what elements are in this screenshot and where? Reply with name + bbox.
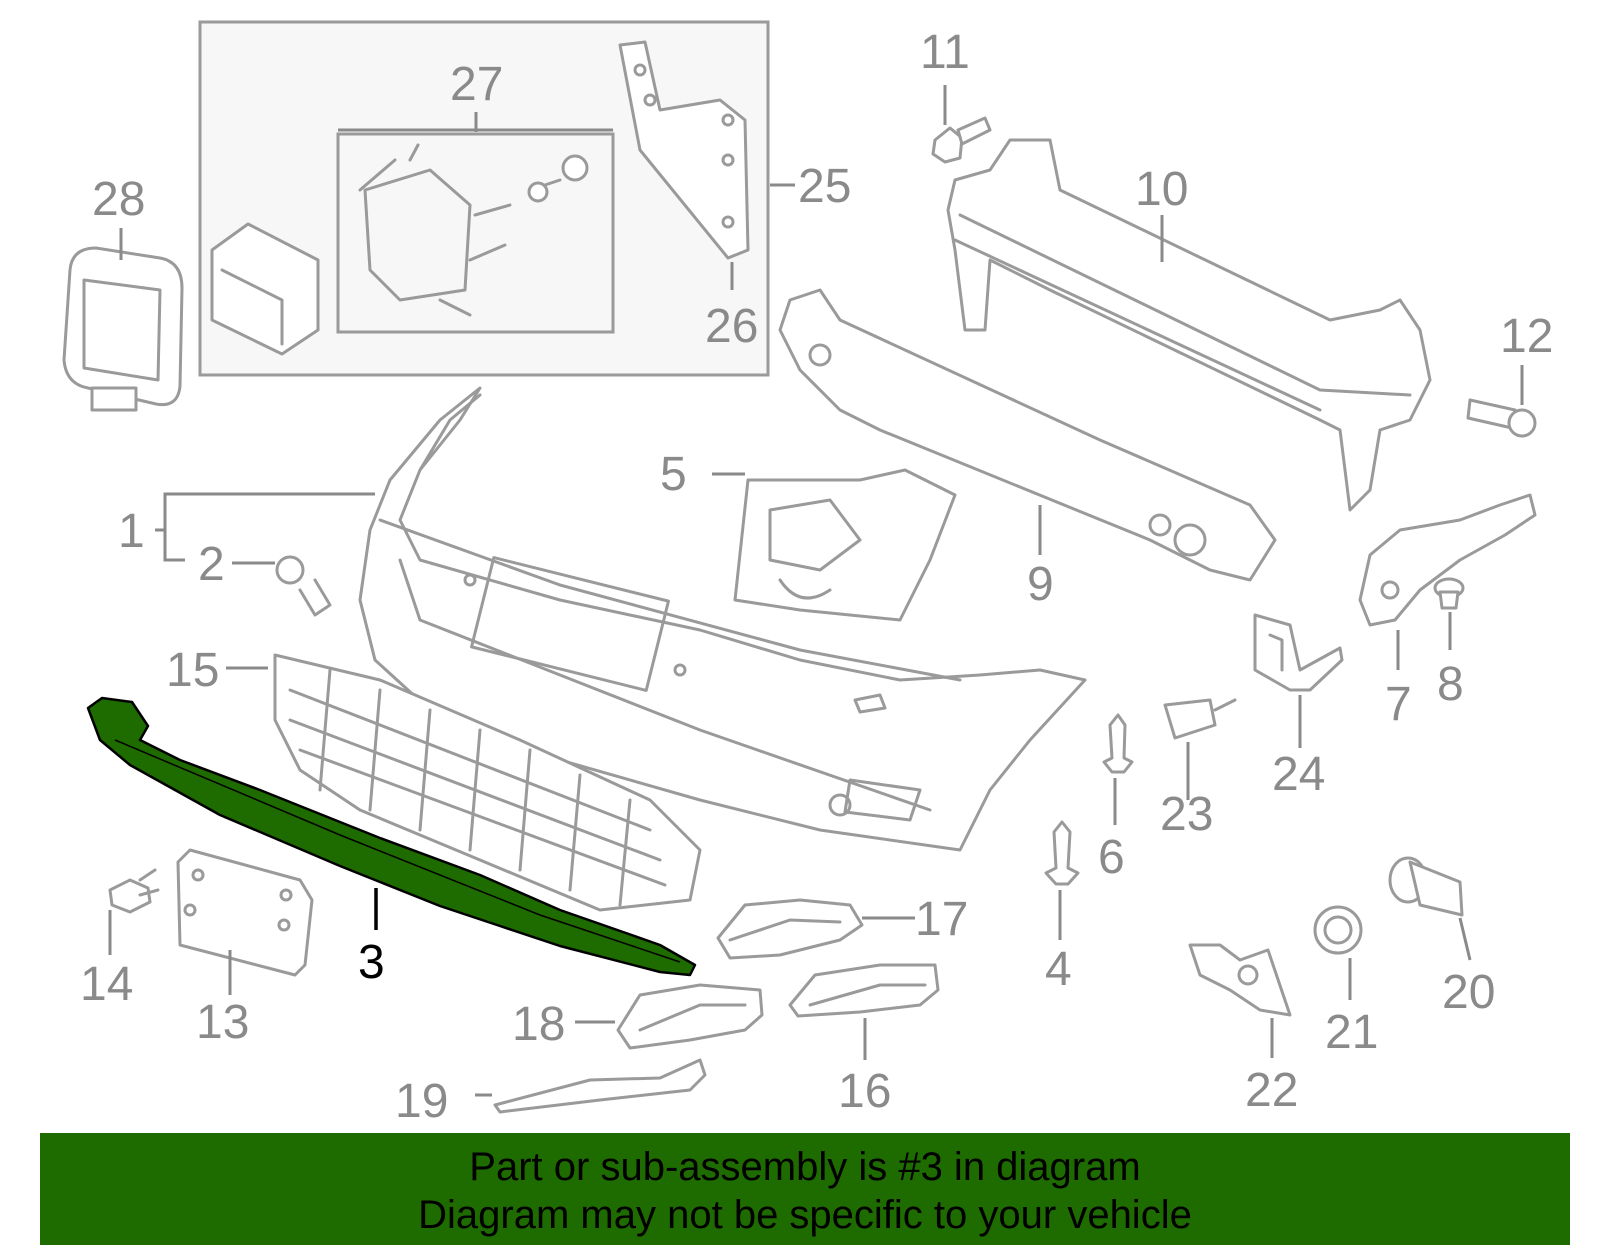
part-number-labels: 28 27 25 26 11 10 12 5 9 1 2 15 3 14 13 … <box>80 26 1553 1128</box>
label-3-highlighted: 3 <box>358 936 385 989</box>
part-23-connector <box>1163 698 1237 740</box>
part-16-trim <box>788 963 940 1018</box>
part-15-grille <box>273 653 702 912</box>
part-10-reinforcement <box>946 138 1432 512</box>
part-4-pin <box>1044 820 1080 886</box>
part-3-spoiler-highlighted <box>86 696 697 977</box>
label-11: 11 <box>920 26 970 79</box>
label-27: 27 <box>450 58 503 111</box>
label-8: 8 <box>1437 658 1464 711</box>
part-18-trim <box>616 983 764 1050</box>
part-12-bolt <box>1466 398 1537 438</box>
label-7: 7 <box>1385 678 1412 731</box>
label-14: 14 <box>80 958 133 1011</box>
label-17: 17 <box>915 893 968 946</box>
label-4: 4 <box>1045 943 1072 996</box>
part-5-bracket <box>733 468 957 622</box>
label-5: 5 <box>660 448 687 501</box>
part-24-bracket <box>1253 613 1344 692</box>
label-26: 26 <box>705 300 758 353</box>
label-18: 18 <box>512 998 565 1051</box>
part-7-bracket <box>1358 493 1537 627</box>
label-19: 19 <box>395 1075 448 1128</box>
part-9-absorber <box>778 288 1277 582</box>
label-16: 16 <box>838 1065 891 1118</box>
label-24: 24 <box>1272 748 1325 801</box>
part-21-ring <box>1313 905 1363 955</box>
label-9: 9 <box>1027 558 1054 611</box>
part-14-clip <box>108 868 160 914</box>
banner-line-2: Diagram may not be specific to your vehi… <box>418 1193 1192 1237</box>
label-1: 1 <box>118 505 145 558</box>
part-22-holder <box>1188 943 1292 1017</box>
part-11-bolt <box>931 116 992 164</box>
banner-line-1: Part or sub-assembly is #3 in diagram <box>469 1145 1141 1189</box>
part-2-cap <box>275 555 332 617</box>
leader-lines <box>108 85 1524 1097</box>
part-13-plate-bracket <box>176 848 314 977</box>
part-1-bumper-cover <box>358 386 1087 852</box>
part-28-frame <box>62 246 184 412</box>
label-6: 6 <box>1098 831 1125 884</box>
label-22: 22 <box>1245 1064 1298 1117</box>
part-8-grommet <box>1433 577 1465 610</box>
label-25: 25 <box>798 160 851 213</box>
label-13: 13 <box>196 996 249 1049</box>
label-20: 20 <box>1442 966 1495 1019</box>
label-15: 15 <box>166 644 219 697</box>
label-23: 23 <box>1160 788 1213 841</box>
info-banner: Part or sub-assembly is #3 in diagram Di… <box>40 1133 1570 1245</box>
part-20-sensor <box>1388 856 1464 917</box>
label-10: 10 <box>1135 163 1188 216</box>
label-2: 2 <box>198 538 225 591</box>
part-25-bracket <box>618 40 795 260</box>
label-12: 12 <box>1500 310 1553 363</box>
part-19-trim <box>493 1058 707 1114</box>
part-17-trim <box>716 898 864 960</box>
label-28: 28 <box>92 173 145 226</box>
part-6-pin <box>1102 713 1134 774</box>
part-27-module <box>210 143 589 356</box>
label-21: 21 <box>1325 1006 1378 1059</box>
